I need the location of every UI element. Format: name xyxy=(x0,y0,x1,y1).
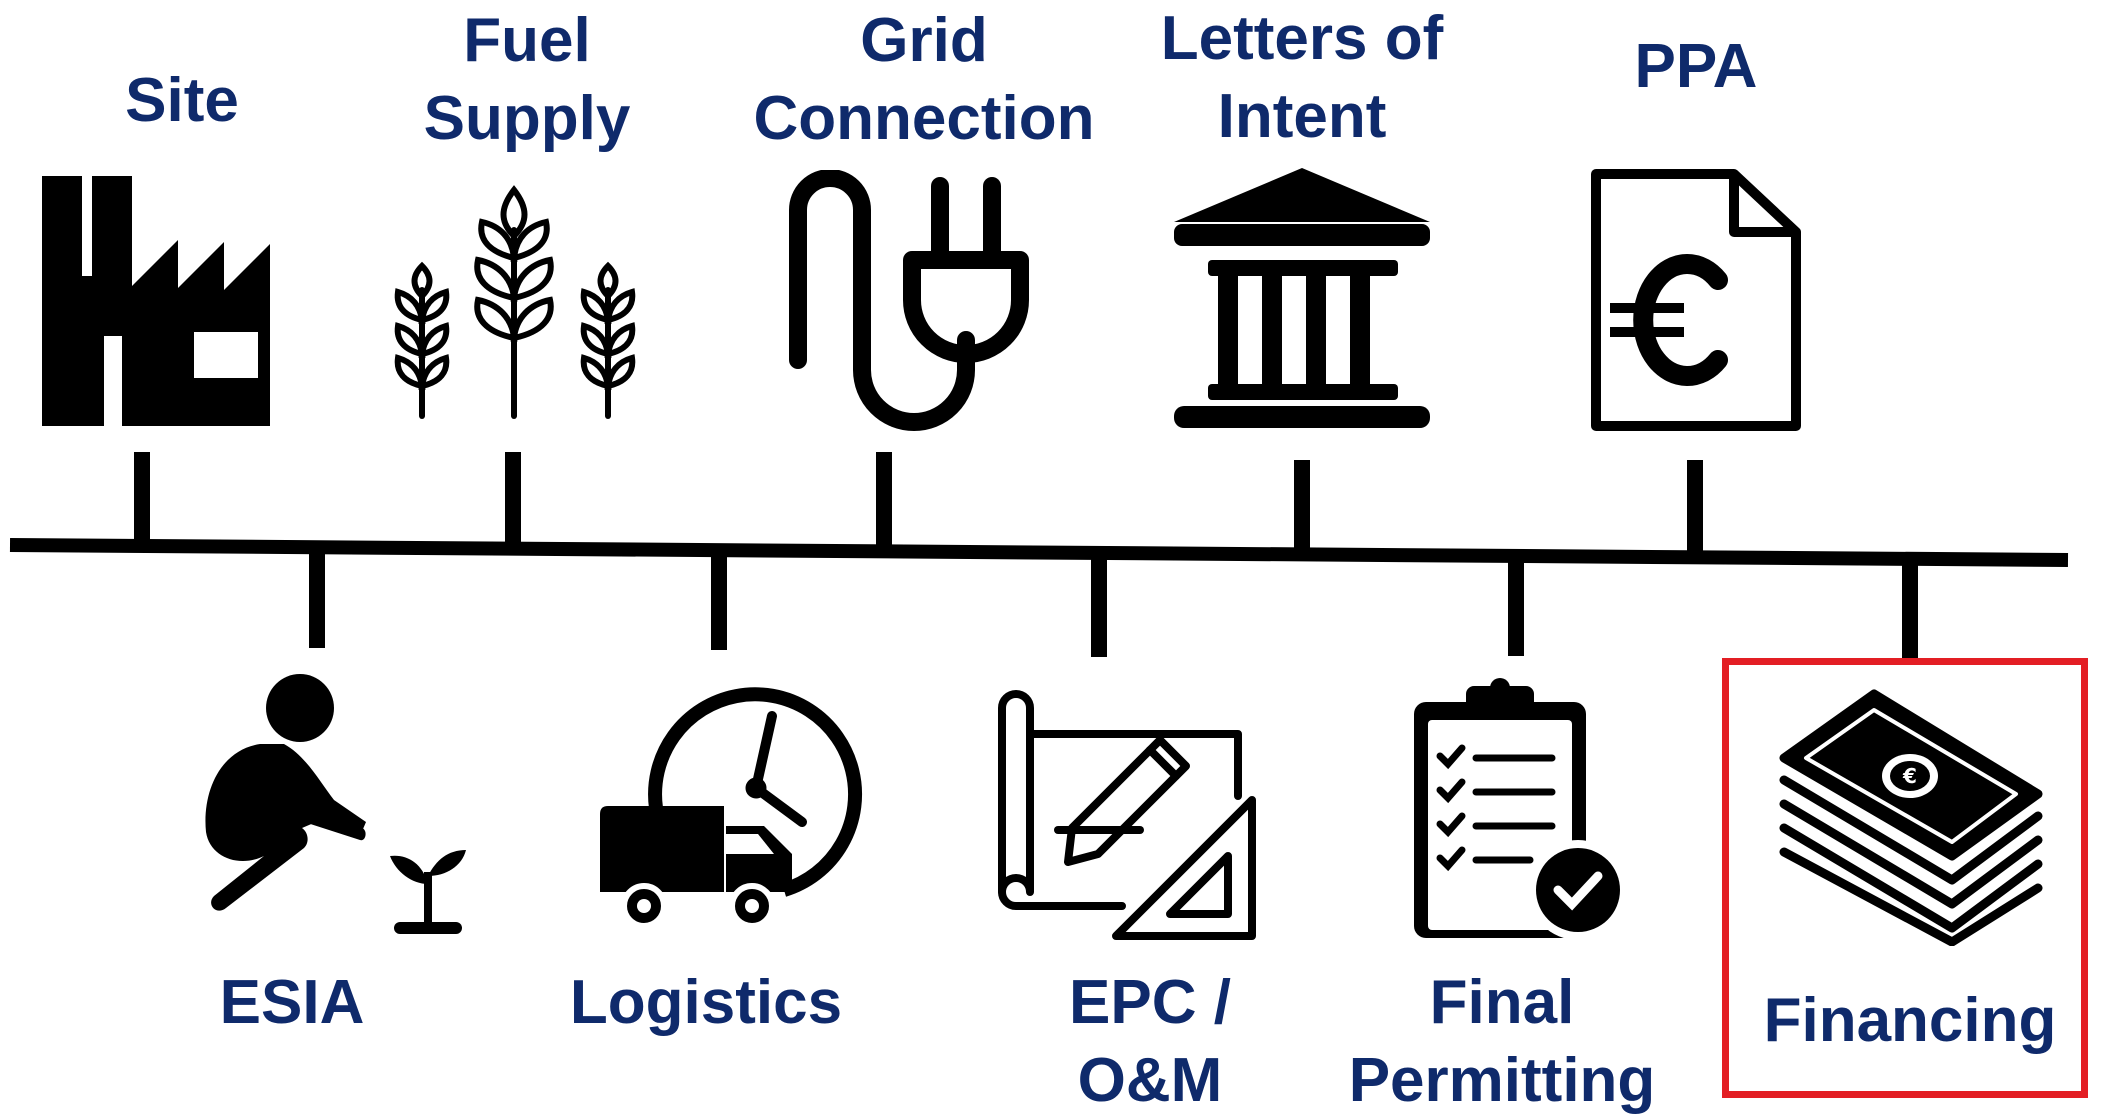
stem-grid-connection xyxy=(876,452,892,549)
stem-letters-of-intent xyxy=(1294,460,1310,552)
wheat-icon xyxy=(394,185,636,419)
label-letters-of-intent: Letters of Intent xyxy=(1160,4,1444,151)
label-logistics: Logistics xyxy=(569,968,843,1037)
label-esia: ESIA xyxy=(219,968,365,1037)
stem-fuel-supply xyxy=(505,452,521,547)
plug-icon xyxy=(789,170,1029,431)
stem-esia xyxy=(309,548,325,648)
clipboard-checklist-icon xyxy=(1414,678,1628,940)
factory-icon xyxy=(42,176,270,426)
label-ppa: PPA xyxy=(1634,32,1758,101)
label-site: Site xyxy=(125,66,239,135)
label-final-permitting: Final Permitting xyxy=(1348,968,1656,1115)
stem-financing xyxy=(1902,559,1918,659)
label-financing: Financing xyxy=(1763,986,2057,1055)
delivery-truck-clock-icon xyxy=(600,687,862,929)
stem-epc-om xyxy=(1091,553,1107,657)
label-fuel-supply: Fuel Supply xyxy=(423,6,631,153)
label-grid-connection: Grid Connection xyxy=(753,6,1095,153)
blueprint-icon xyxy=(998,690,1256,940)
euro-document-icon xyxy=(1591,169,1801,431)
timeline-axis xyxy=(9,538,2069,567)
stem-site xyxy=(134,452,150,545)
person-planting-icon xyxy=(205,674,466,934)
stem-final-permitting xyxy=(1508,556,1524,656)
money-stack-icon: € xyxy=(1779,689,2043,946)
financing-highlight-box xyxy=(1722,658,2088,1098)
stem-ppa xyxy=(1687,460,1703,555)
stem-logistics xyxy=(711,550,727,650)
label-epc-om: EPC / O&M xyxy=(1069,968,1231,1115)
svg-text:€: € xyxy=(1902,764,1917,788)
bank-icon xyxy=(1174,168,1430,428)
